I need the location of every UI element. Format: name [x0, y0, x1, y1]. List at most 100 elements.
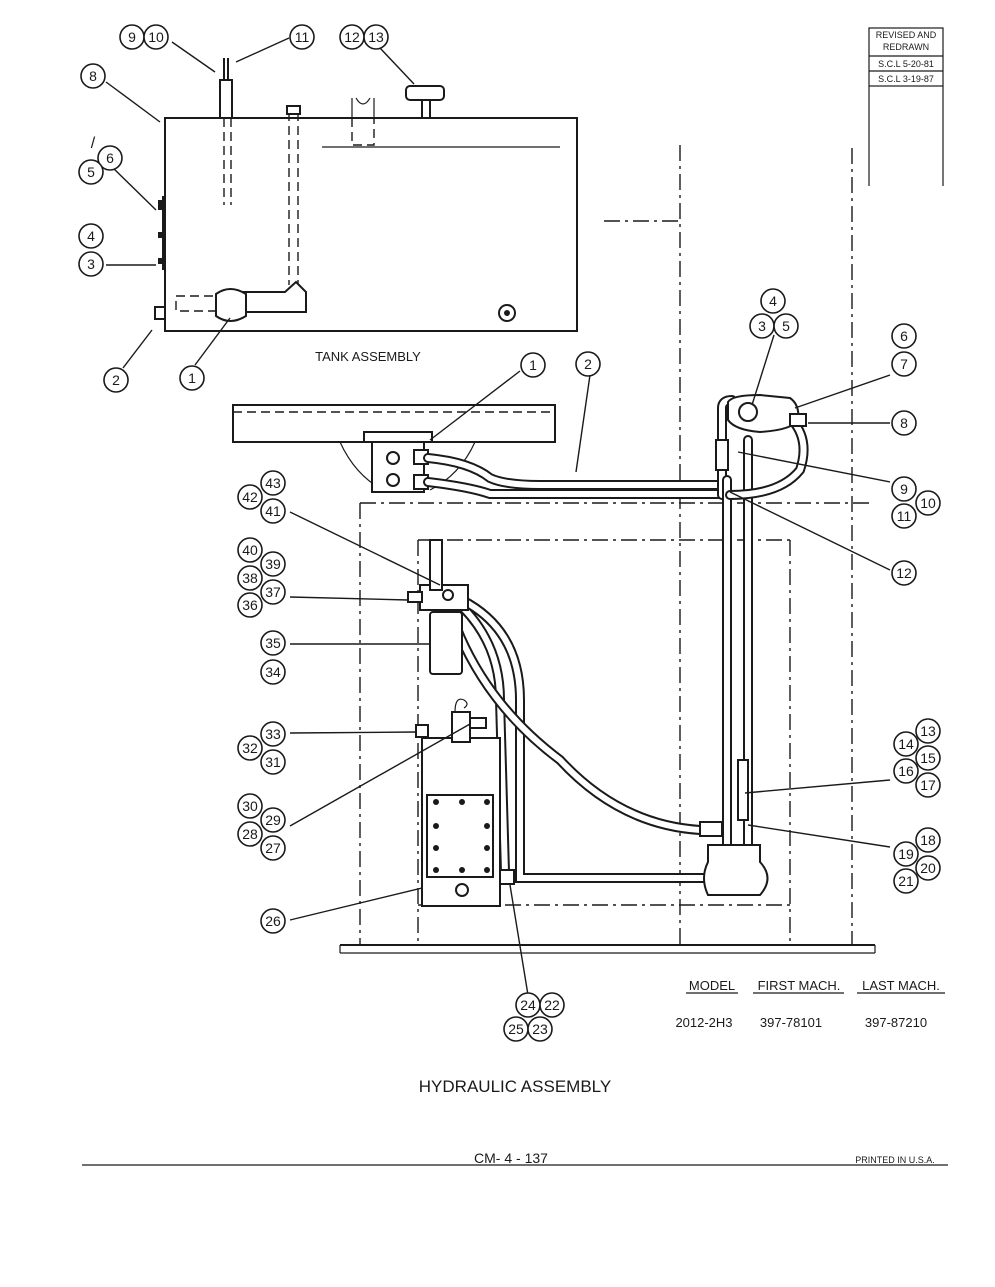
svg-text:19: 19 [898, 846, 914, 862]
callout-balloon: 21 [893, 868, 919, 894]
svg-text:12: 12 [344, 29, 360, 45]
callout-balloon: 9 [119, 24, 145, 50]
tank-assembly: TANK ASSEMBLY [154, 58, 578, 364]
callout-balloon: 35 [260, 630, 286, 656]
callout-balloon: 33 [260, 721, 286, 747]
callout-balloon: 4 [760, 288, 786, 314]
callout-balloon: 39 [260, 551, 286, 577]
callout-balloon: 26 [260, 908, 286, 934]
svg-text:4: 4 [769, 293, 777, 309]
manifold-block [415, 698, 515, 907]
callout-balloon: 19 [893, 841, 919, 867]
callout-balloon: 6 [97, 145, 123, 171]
svg-text:25: 25 [508, 1021, 524, 1037]
svg-text:14: 14 [898, 736, 914, 752]
svg-text:8: 8 [89, 68, 97, 84]
svg-text:18: 18 [920, 832, 936, 848]
callout-balloon: 22 [539, 992, 565, 1018]
tank-callouts: 9 10 11 12 13 8 6 5 / 4 3 2 1 [78, 24, 389, 393]
svg-text:10: 10 [920, 495, 936, 511]
svg-text:17: 17 [920, 777, 936, 793]
svg-text:34: 34 [265, 664, 281, 680]
callout-balloon: 29 [260, 807, 286, 833]
svg-text:31: 31 [265, 754, 281, 770]
leader-lines [105, 37, 891, 996]
callout-balloon: 28 [237, 821, 263, 847]
svg-text:11: 11 [897, 508, 912, 524]
svg-text:39: 39 [265, 556, 281, 572]
callout-balloon: 42 [237, 484, 263, 510]
svg-text:15: 15 [920, 750, 936, 766]
hydraulic-callouts: 1 2 4 3 5 6 7 8 9 10 11 12 43 42 41 40 3… [237, 288, 941, 1042]
svg-text:8: 8 [900, 415, 908, 431]
tank-assembly-label: TANK ASSEMBLY [315, 349, 421, 364]
callout-balloon: 11 [891, 503, 917, 529]
page-number: CM- 4 - 137 [474, 1150, 548, 1166]
callout-balloon: 12 [891, 560, 917, 586]
callout-balloon: 9 [891, 476, 917, 502]
callout-balloon: 20 [915, 855, 941, 881]
revision-title-line1: REVISED AND [876, 30, 937, 40]
callout-balloon: 5 [78, 159, 104, 185]
svg-text:2: 2 [112, 372, 120, 388]
svg-text:40: 40 [242, 542, 258, 558]
callout-balloon: 31 [260, 749, 286, 775]
filter [407, 539, 469, 675]
callout-balloon: 3 [78, 251, 104, 277]
callout-balloon: 5 [773, 313, 799, 339]
svg-text:29: 29 [265, 812, 281, 828]
control-valve [363, 431, 433, 493]
callout-balloon: 11 [289, 24, 315, 50]
svg-text:5: 5 [87, 164, 95, 180]
callout-balloon: 36 [237, 592, 263, 618]
svg-text:21: 21 [898, 873, 914, 889]
callout-balloon: 10 [143, 24, 169, 50]
svg-text:30: 30 [242, 798, 258, 814]
svg-text:6: 6 [900, 328, 908, 344]
callout-balloon: 13 [915, 718, 941, 744]
callout-balloon: 4 [78, 223, 104, 249]
svg-text:38: 38 [242, 570, 258, 586]
callout-balloon: 37 [260, 579, 286, 605]
svg-text:9: 9 [900, 481, 908, 497]
callout-balloon: 1 [179, 365, 205, 391]
svg-text:24: 24 [520, 997, 536, 1013]
svg-text:23: 23 [532, 1021, 548, 1037]
svg-text:37: 37 [265, 584, 281, 600]
callout-balloon: 18 [915, 827, 941, 853]
revision-block: REVISED AND REDRAWN S.C.L 5-20-81 S.C.L … [868, 27, 944, 186]
first-mach-value: 397-78101 [760, 1015, 822, 1030]
svg-text:42: 42 [242, 489, 258, 505]
callout-balloon: 25 [503, 1016, 529, 1042]
callout-balloon: 30 [237, 793, 263, 819]
callout-balloon: 38 [237, 565, 263, 591]
callout-balloon: 8 [891, 410, 917, 436]
svg-text:4: 4 [87, 228, 95, 244]
svg-text:43: 43 [265, 475, 281, 491]
svg-text:10: 10 [148, 29, 164, 45]
last-mach-value: 397-87210 [865, 1015, 927, 1030]
first-mach-header: FIRST MACH. [758, 978, 841, 993]
revision-row: S.C.L 3-19-87 [878, 74, 934, 84]
svg-text:1: 1 [529, 357, 537, 373]
callout-balloon: 13 [363, 24, 389, 50]
svg-text:16: 16 [898, 763, 914, 779]
svg-text:26: 26 [265, 913, 281, 929]
callout-balloon: 23 [527, 1016, 553, 1042]
callout-balloon: 34 [260, 659, 286, 685]
callout-balloon: 14 [893, 731, 919, 757]
svg-text:5: 5 [782, 318, 790, 334]
callout-balloon: 43 [260, 470, 286, 496]
callout-balloon: 17 [915, 772, 941, 798]
callout-balloon: 3 [749, 313, 775, 339]
drawing-title: HYDRAULIC ASSEMBLY [419, 1077, 611, 1096]
svg-text:36: 36 [242, 597, 258, 613]
svg-text:13: 13 [920, 723, 936, 739]
svg-text:41: 41 [265, 503, 281, 519]
callout-balloon: 16 [893, 758, 919, 784]
callout-balloon: 8 [80, 63, 106, 89]
svg-text:22: 22 [544, 997, 560, 1013]
last-mach-header: LAST MACH. [862, 978, 940, 993]
printed-in-usa: PRINTED IN U.S.A. [855, 1155, 935, 1165]
model-table: MODEL FIRST MACH. LAST MACH. 2012-2H3 39… [675, 978, 945, 1030]
